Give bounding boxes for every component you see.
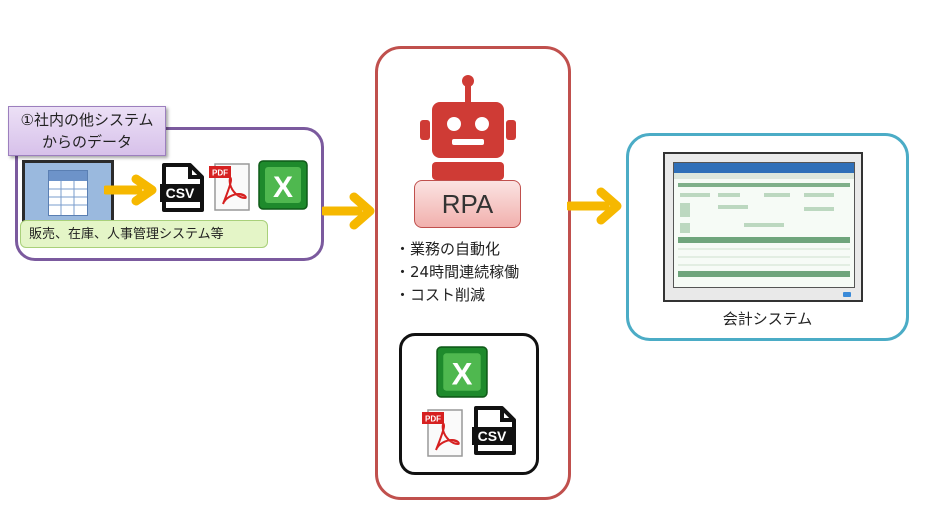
rpa-benefits-list: ・業務の自動化 ・24時間連続稼働 ・コスト削減: [395, 238, 560, 307]
source-title-line2: からのデータ: [41, 133, 132, 151]
source-monitor-icon: [22, 160, 114, 235]
pdf-label: PDF: [212, 169, 228, 178]
pdf-file-icon: PDF: [209, 163, 250, 211]
spreadsheet-icon: [48, 170, 88, 216]
benefit-item: ・業務の自動化: [395, 240, 501, 258]
source-title-label: ①社内の他システム からのデータ: [8, 106, 166, 156]
source-title-line1: ①社内の他システム: [20, 111, 154, 129]
excel-label: X: [452, 356, 473, 391]
csv-file-icon: CSV: [160, 163, 204, 212]
source-caption: 販売、在庫、人事管理システム等: [20, 220, 268, 248]
pdf-label: PDF: [425, 415, 441, 424]
csv-label: CSV: [166, 185, 195, 201]
arrow-right-icon: [104, 174, 157, 206]
excel-file-icon: X: [258, 160, 308, 210]
benefit-item: ・コスト削減: [395, 286, 486, 304]
arrow-right-icon: [322, 192, 375, 230]
power-led-icon: [843, 292, 851, 297]
rpa-label: RPA: [414, 180, 521, 228]
benefit-item: ・24時間連続稼働: [395, 263, 520, 281]
csv-label: CSV: [478, 428, 507, 444]
accounting-screen-image: [673, 162, 855, 288]
accounting-label: 会計システム: [722, 310, 813, 328]
csv-file-icon: CSV: [472, 406, 516, 455]
excel-label: X: [273, 171, 293, 204]
pdf-file-icon: PDF: [422, 409, 463, 457]
arrow-right-icon: [567, 187, 622, 225]
accounting-monitor-icon: [663, 152, 863, 302]
robot-icon: [420, 75, 516, 180]
excel-file-icon: X: [436, 346, 488, 398]
